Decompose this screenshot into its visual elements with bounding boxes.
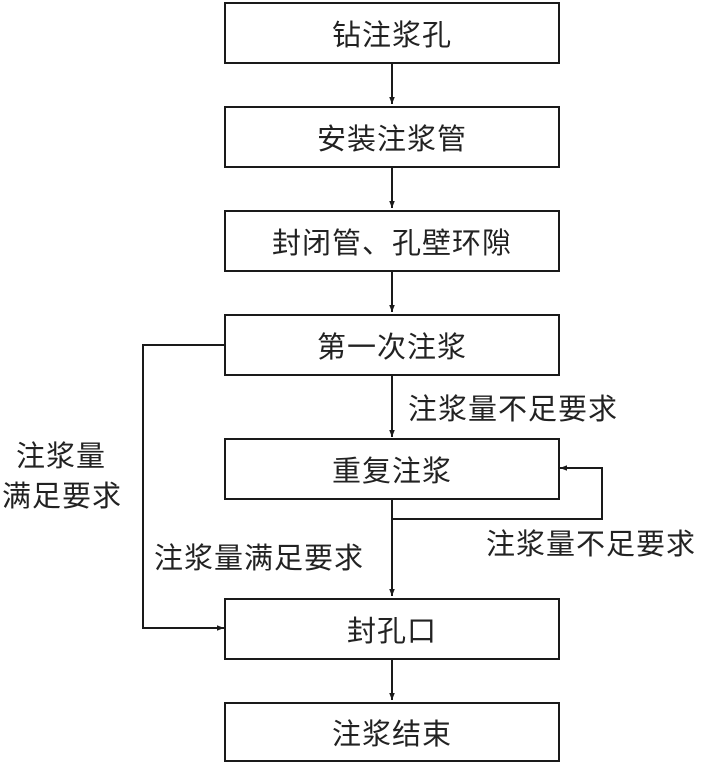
condition-sufficient-repeat: 注浆量满足要求 — [154, 541, 365, 575]
step-end-box: 注浆结束 — [224, 702, 560, 762]
step-seal-gap-label: 封闭管、孔壁环隙 — [271, 226, 512, 260]
step-drill-label: 钻注浆孔 — [331, 18, 452, 52]
step-first-grout-box: 第一次注浆 — [224, 314, 560, 376]
step-install-box: 安装注浆管 — [224, 106, 560, 168]
step-seal-gap-box: 封闭管、孔壁环隙 — [224, 210, 560, 272]
step-end-label: 注浆结束 — [331, 717, 452, 751]
step-drill-box: 钻注浆孔 — [224, 2, 560, 64]
step-repeat-grout-label: 重复注浆 — [331, 454, 452, 488]
arrow-first-grout-to-seal-hole — [142, 344, 224, 631]
condition-sufficient-first-line2: 满足要求 — [2, 479, 123, 513]
step-first-grout-label: 第一次注浆 — [316, 330, 467, 364]
condition-insufficient-repeat: 注浆量不足要求 — [486, 527, 697, 561]
condition-sufficient-first-line1: 注浆量 — [16, 439, 107, 473]
step-repeat-grout-box: 重复注浆 — [224, 438, 560, 500]
step-seal-hole-box: 封孔口 — [224, 598, 560, 660]
step-seal-hole-label: 封孔口 — [346, 614, 437, 648]
loop-repeat-grout-back — [392, 465, 603, 520]
condition-insufficient-first: 注浆量不足要求 — [408, 392, 619, 426]
step-install-label: 安装注浆管 — [316, 122, 467, 156]
